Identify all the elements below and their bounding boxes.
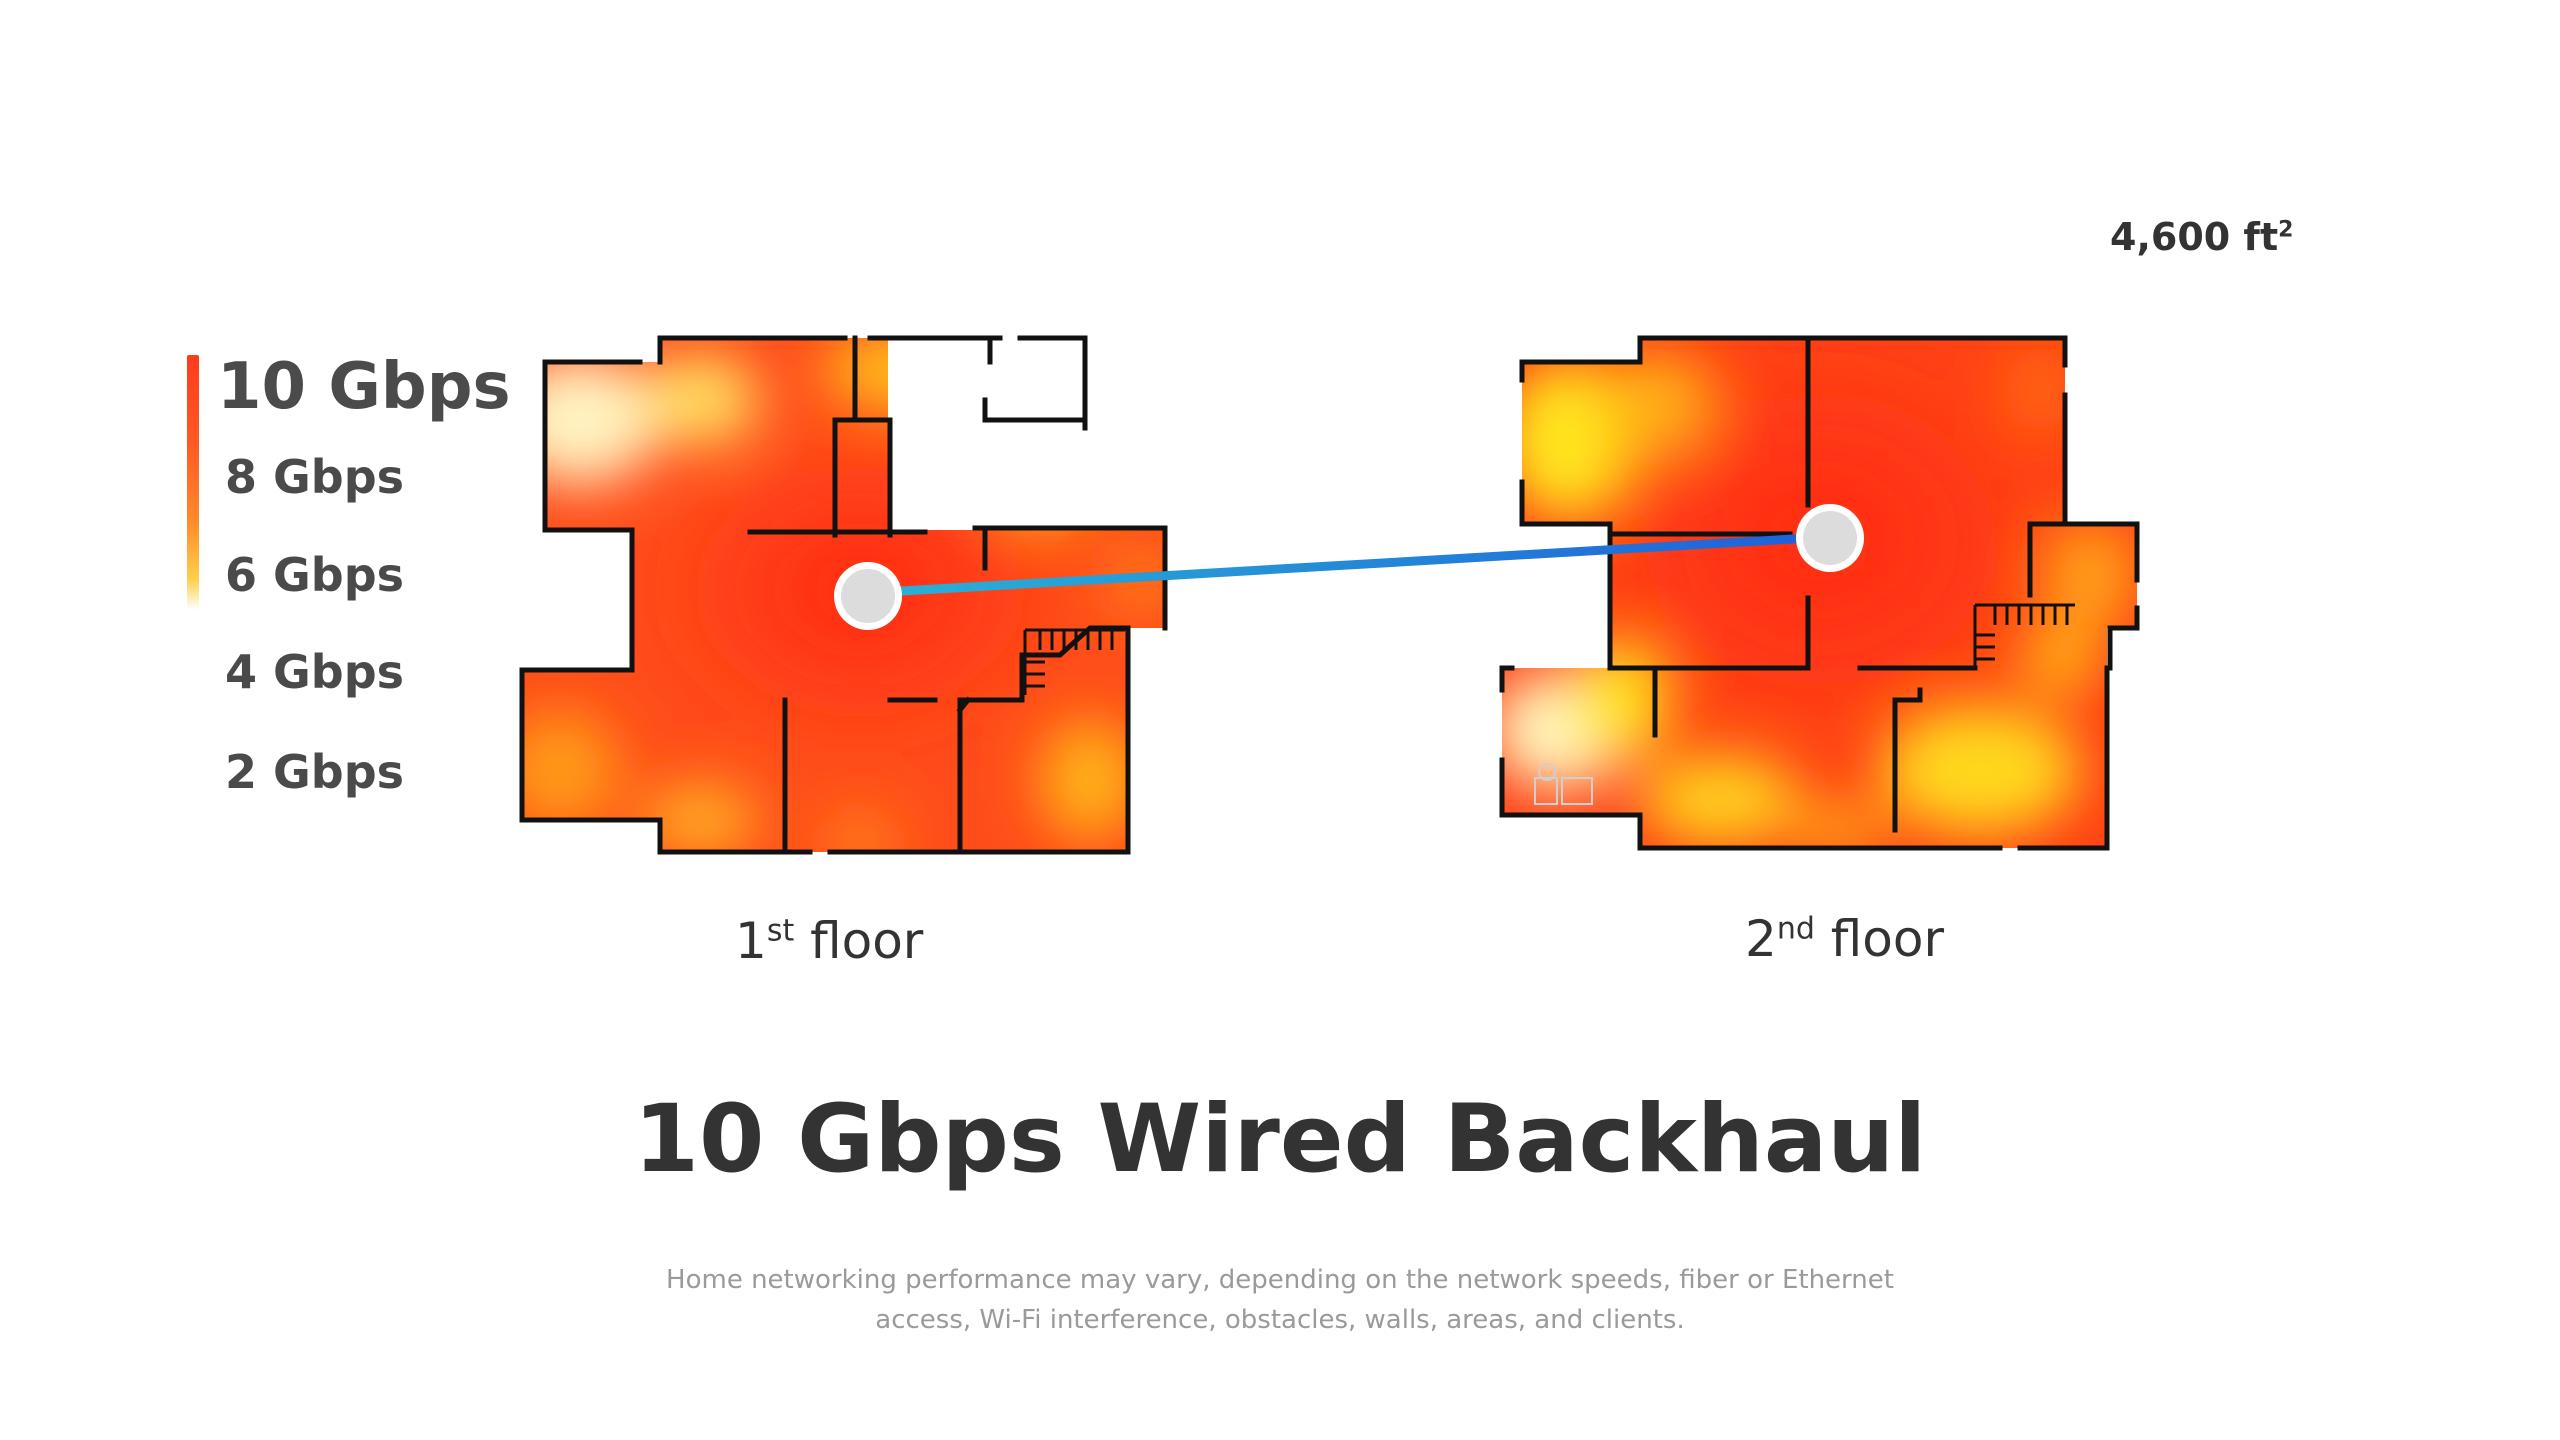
disclaimer: Home networking performance may vary, de… bbox=[630, 1260, 1930, 1340]
floor1-suffix: st bbox=[766, 913, 795, 949]
floor2-stairs bbox=[1973, 603, 2075, 668]
floor2-word: floor bbox=[1814, 910, 1945, 968]
legend-top-label: 10 Gbps bbox=[217, 350, 511, 424]
floor2-walls bbox=[1499, 335, 2140, 851]
floor1-word: floor bbox=[794, 912, 924, 970]
floor2-label: 2nd floor bbox=[1745, 910, 1944, 968]
speed-legend-bar bbox=[187, 355, 199, 610]
floor2-furniture bbox=[1534, 763, 1593, 805]
legend-level-label: 4 Gbps bbox=[225, 645, 405, 699]
floor1-walls bbox=[519, 335, 1168, 855]
floor2-number: 2 bbox=[1745, 910, 1777, 968]
floor1-label: 1st floor bbox=[735, 912, 923, 970]
legend-level-label: 6 Gbps bbox=[225, 548, 405, 602]
wired-backhaul-cable bbox=[863, 532, 1833, 598]
disclaimer-line: Home networking performance may vary, de… bbox=[666, 1265, 1894, 1295]
area-exponent: 2 bbox=[2278, 217, 2294, 243]
router-node-floor1 bbox=[834, 562, 902, 630]
floor1-stairs bbox=[1023, 628, 1125, 695]
legend-level-label: 2 Gbps bbox=[225, 745, 405, 799]
floor1-number: 1 bbox=[735, 912, 767, 970]
page-title: 10 Gbps Wired Backhaul bbox=[633, 1085, 1927, 1194]
disclaimer-line: access, Wi-Fi interference, obstacles, w… bbox=[875, 1305, 1685, 1335]
router-node-floor2 bbox=[1796, 504, 1864, 572]
area-value: 4,600 ft bbox=[2110, 215, 2279, 259]
legend-level-label: 8 Gbps bbox=[225, 450, 405, 504]
floor2-heatmap bbox=[1502, 338, 2137, 848]
area-label: 4,600 ft2 bbox=[2110, 215, 2293, 259]
floor2-suffix: nd bbox=[1776, 911, 1815, 947]
